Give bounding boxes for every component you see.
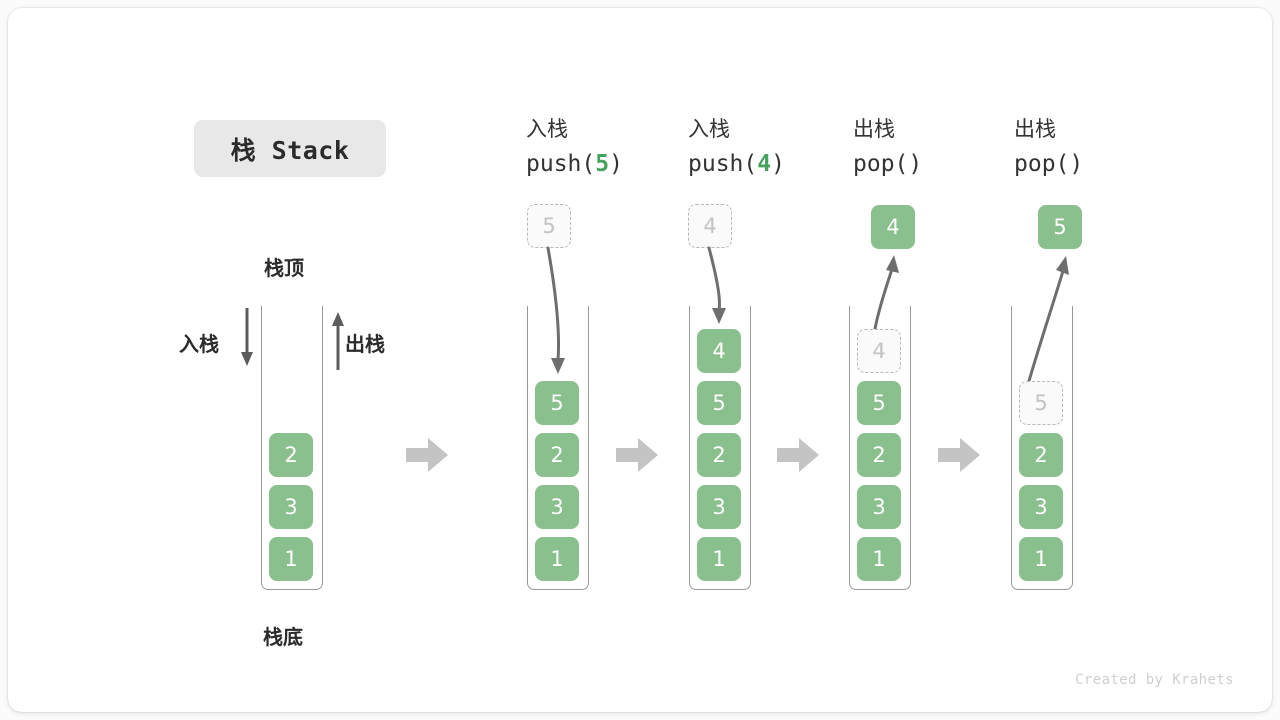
operation-label-code: push(5) xyxy=(526,147,623,183)
operation-label-cn: 入栈 xyxy=(688,118,730,141)
push-direction-label: 入栈 xyxy=(179,334,219,356)
stack-cell: 2 xyxy=(1019,433,1063,477)
code-arg: 5 xyxy=(595,150,610,177)
push-motion-arrow-icon xyxy=(707,246,726,324)
stack-bottom-label: 栈底 xyxy=(263,627,303,649)
stack-cell: 3 xyxy=(857,485,901,529)
operation-header-push-5: 入栈 push(5) xyxy=(526,114,623,182)
operation-label-code: pop() xyxy=(1014,150,1084,177)
stack-cell: 2 xyxy=(857,433,901,477)
code-suffix: ) xyxy=(771,150,785,177)
title-badge-label: 栈 Stack xyxy=(230,135,350,165)
stack-container-push-5 xyxy=(527,306,589,590)
flow-arrow-icon xyxy=(616,438,658,472)
stack-cell: 4 xyxy=(697,329,741,373)
pop-direction-label: 出栈 xyxy=(345,334,385,356)
incoming-ghost-cell: 4 xyxy=(688,204,732,248)
pop-direction-arrow-icon xyxy=(332,312,344,370)
operation-header-pop-2: 出栈 pop() xyxy=(1014,114,1083,182)
stack-cell: 1 xyxy=(1019,537,1063,581)
popped-ghost-cell: 5 xyxy=(1019,381,1063,425)
stack-cell: 1 xyxy=(697,537,741,581)
operation-header-push-4: 入栈 push(4) xyxy=(688,114,785,182)
push-motion-arrow-icon xyxy=(546,246,565,374)
pop-motion-arrow-icon xyxy=(1027,256,1069,383)
flow-arrow-icon xyxy=(777,438,819,472)
operation-header-pop-1: 出栈 pop() xyxy=(853,114,922,182)
operation-label-cn: 出栈 xyxy=(853,118,895,141)
stack-container-initial xyxy=(261,306,323,590)
stack-cell: 5 xyxy=(697,381,741,425)
stack-cell: 1 xyxy=(857,537,901,581)
operation-label-code: pop() xyxy=(853,150,923,177)
footer-credit: Created by Krahets xyxy=(1075,672,1234,688)
code-prefix: push( xyxy=(526,150,596,177)
stack-cell: 3 xyxy=(535,485,579,529)
stack-container-pop-1 xyxy=(849,306,911,590)
operation-label-cn: 入栈 xyxy=(526,118,568,141)
stack-cell: 3 xyxy=(1019,485,1063,529)
stack-cell: 2 xyxy=(697,433,741,477)
operation-label-cn: 出栈 xyxy=(1014,118,1056,141)
pop-motion-arrow-icon xyxy=(873,255,899,331)
flow-arrow-icon xyxy=(938,438,980,472)
stack-cell: 3 xyxy=(697,485,741,529)
code-prefix: push( xyxy=(688,150,758,177)
stack-cell: 2 xyxy=(269,433,313,477)
code-arg: 4 xyxy=(757,150,772,177)
stack-cell: 3 xyxy=(269,485,313,529)
code-suffix: ) xyxy=(609,150,623,177)
popped-cell: 5 xyxy=(1038,205,1082,249)
popped-cell: 4 xyxy=(871,205,915,249)
title-badge: 栈 Stack xyxy=(194,120,386,177)
diagram-card: 栈 Stack 栈顶 栈底 入栈 出栈 2 3 1 入栈 push(5) 5 5… xyxy=(8,8,1272,712)
stack-container-pop-2 xyxy=(1011,306,1073,590)
push-direction-arrow-icon xyxy=(241,308,253,366)
popped-ghost-cell: 4 xyxy=(857,329,901,373)
stack-cell: 2 xyxy=(535,433,579,477)
incoming-ghost-cell: 5 xyxy=(527,204,571,248)
stack-cell: 1 xyxy=(269,537,313,581)
stack-cell: 5 xyxy=(535,381,579,425)
stack-cell: 1 xyxy=(535,537,579,581)
stack-container-push-4 xyxy=(689,306,751,590)
operation-label-code: push(4) xyxy=(688,147,785,183)
flow-arrow-icon xyxy=(406,438,448,472)
stack-cell: 5 xyxy=(857,381,901,425)
stack-top-label: 栈顶 xyxy=(264,258,304,280)
